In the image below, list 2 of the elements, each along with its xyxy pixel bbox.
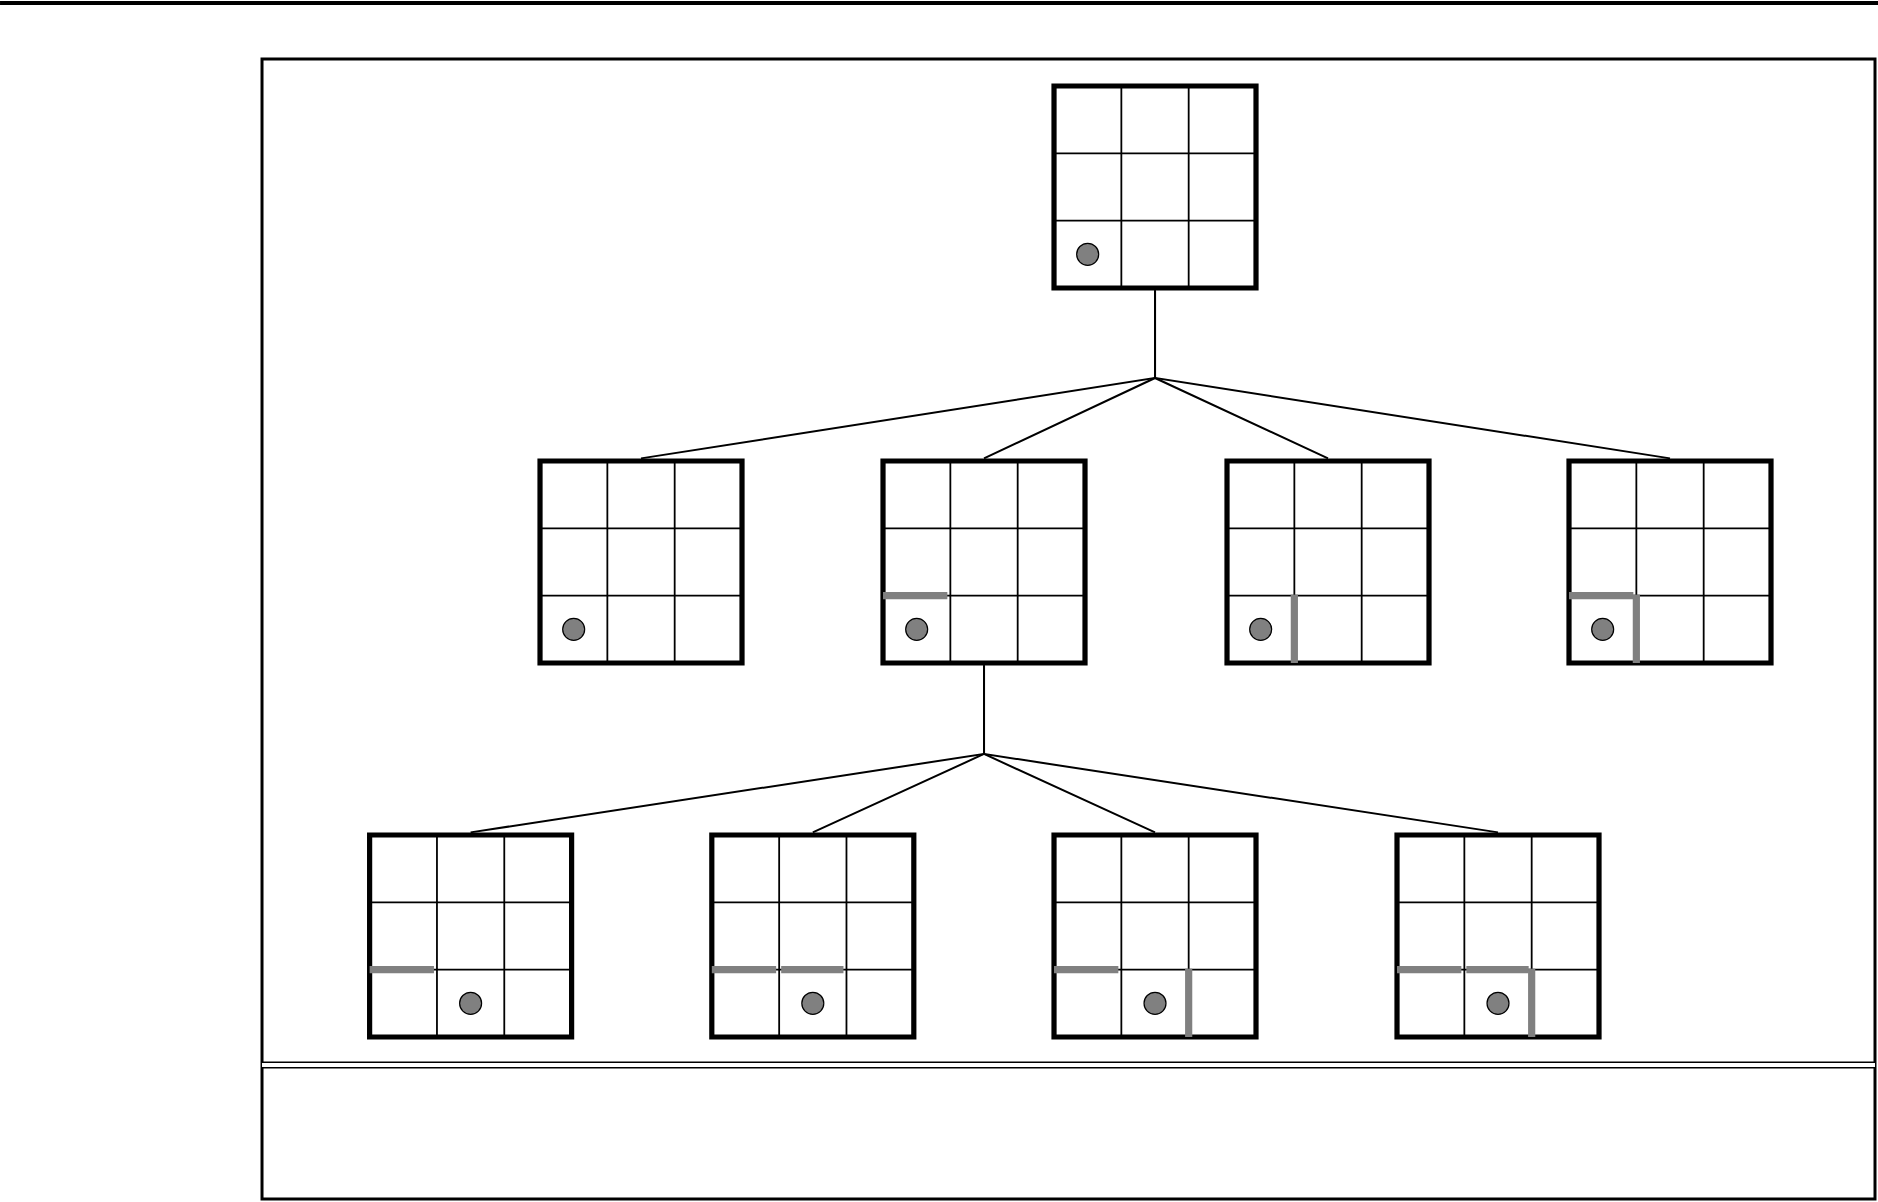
connector [983, 664, 1499, 834]
connector [1154, 289, 1671, 460]
